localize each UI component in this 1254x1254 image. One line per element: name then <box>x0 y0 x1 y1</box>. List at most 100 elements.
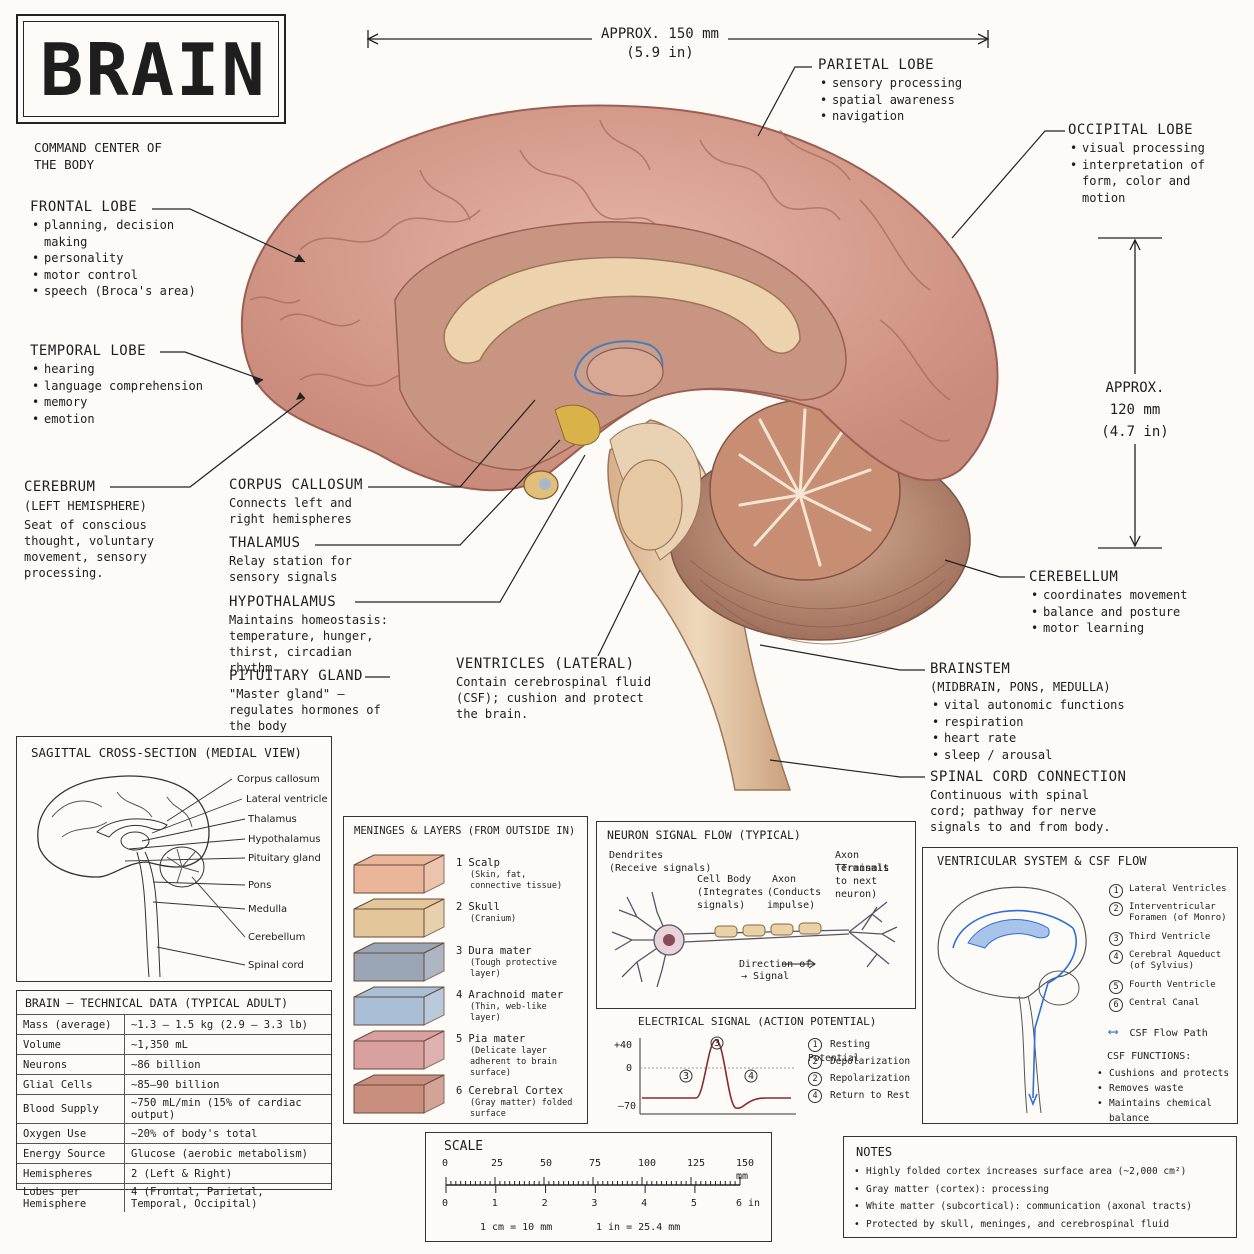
notes-title: NOTES <box>856 1145 893 1159</box>
csf-function: Maintains chemical balance <box>1097 1096 1235 1126</box>
sagittal-title: SAGITTAL CROSS-SECTION (MEDIAL VIEW) <box>31 745 302 760</box>
hypothalamus-callout: HYPOTHALAMUS Maintains homeostasis: temp… <box>229 594 389 676</box>
frontal-lobe-callout: FRONTAL LOBE planning, decision making p… <box>30 199 200 300</box>
brainstem-item: respiration <box>932 714 1130 731</box>
layer-number: 4 <box>456 989 463 1001</box>
tech-value: 4 (Frontal, Parietal, Temporal, Occipita… <box>124 1183 331 1212</box>
brainstem-item: sleep / arousal <box>932 747 1130 764</box>
frontal-item: speech (Broca's area) <box>32 283 200 300</box>
note-item: White matter (subcortical): communicatio… <box>854 1198 1192 1216</box>
layer-name: Arachnoid mater <box>468 989 564 1001</box>
direction-label: Direction of <box>739 959 812 970</box>
parietal-item: navigation <box>820 108 988 125</box>
inch-tick-label: 2 <box>541 1198 548 1209</box>
sagittal-label: Spinal cord <box>248 960 304 971</box>
tech-key: Hemispheres <box>17 1163 125 1184</box>
scale-ruler <box>445 1177 741 1193</box>
ventricles-title: VENTRICLES (LATERAL) <box>456 656 635 672</box>
page-title: BRAIN <box>40 28 267 112</box>
tech-key: Energy Source <box>17 1143 125 1164</box>
cellbody-label: Cell Body <box>697 874 752 885</box>
tech-row: Volume~1,350 mL <box>17 1034 331 1055</box>
note-item: Gray matter (cortex): processing <box>854 1181 1192 1199</box>
cerebrum-desc: Seat of conscious thought, voluntary mov… <box>24 518 155 580</box>
occipital-item: visual processing <box>1070 140 1228 157</box>
cerebellum-item: motor learning <box>1031 620 1199 637</box>
mm-tick-label: 75 <box>589 1158 602 1169</box>
inch-tick-label: 4 <box>641 1198 648 1209</box>
meninges-layer-label: 4 Arachnoid mater(Thin, web-like layer) <box>456 983 582 1024</box>
mm-tick-label: 0 <box>442 1158 449 1169</box>
ventricular-drawing <box>937 886 1087 1114</box>
mm-tick-label: 50 <box>540 1158 553 1169</box>
meninges-layer-front <box>353 952 425 982</box>
sagittal-label: Cerebellum <box>248 932 306 943</box>
layer-number: 5 <box>456 1033 463 1045</box>
item-text: Central Canal <box>1129 998 1200 1008</box>
terminals-label: Axon Terminals <box>835 850 890 874</box>
cerebrum-callout: CEREBRUM (LEFT HEMISPHERE) Seat of consc… <box>24 479 204 581</box>
legend-number: 1 <box>808 1038 822 1052</box>
action-potential-curve <box>642 1039 791 1109</box>
layer-name: Skull <box>468 901 500 913</box>
legend-number: 4 <box>808 1089 822 1103</box>
layer-name: Cerebral Cortex <box>468 1085 564 1097</box>
spinal-cord-title: SPINAL CORD CONNECTION <box>930 769 1127 785</box>
frontal-lobe-title: FRONTAL LOBE <box>30 199 138 215</box>
ventricular-item: 6 Central Canal <box>1109 998 1233 1012</box>
layer-desc: (Cranium) <box>470 914 517 924</box>
ap-marker: 3 <box>683 1071 690 1082</box>
dendrites-label: Dendrites <box>609 850 664 861</box>
tech-key: Blood Supply <box>17 1094 125 1124</box>
layer-number: 3 <box>456 945 463 957</box>
meninges-layer-front <box>353 864 425 894</box>
sagittal-label: Medulla <box>248 904 288 915</box>
csf-flow-label: CSF Flow Path <box>1129 1028 1208 1039</box>
meninges-layer-side <box>423 942 445 982</box>
notes-panel: NOTES Highly folded cortex increases sur… <box>843 1136 1237 1238</box>
pituitary-callout: PITUITARY GLAND "Master gland" – regulat… <box>229 668 394 734</box>
layer-number: 6 <box>456 1085 463 1097</box>
brainstem-title: BRAINSTEM <box>930 661 1011 677</box>
item-number: 3 <box>1109 932 1123 946</box>
legend-text: Depolarization <box>830 1056 911 1067</box>
temporal-item: memory <box>32 394 220 411</box>
sagittal-label: Lateral ventricle <box>246 794 328 805</box>
meninges-layer-side <box>423 1074 445 1114</box>
electrical-title: ELECTRICAL SIGNAL (ACTION POTENTIAL) <box>638 1015 877 1028</box>
meninges-layer-side <box>423 898 445 938</box>
item-number: 6 <box>1109 998 1123 1012</box>
pituitary-title: PITUITARY GLAND <box>229 668 363 684</box>
layer-desc: (Thin, web-like layer) <box>470 1002 547 1023</box>
item-number: 5 <box>1109 980 1123 994</box>
thalamus-desc: Relay station for sensory signals <box>229 554 352 584</box>
legend-number: 2 <box>808 1055 822 1069</box>
meninges-layer-side <box>423 854 445 894</box>
item-number: 1 <box>1109 884 1123 898</box>
hypothalamus-desc: Maintains homeostasis: temperature, hung… <box>229 613 388 675</box>
width-dimension-label: APPROX. 150 mm <box>600 26 719 42</box>
cerebellum-item: coordinates movement <box>1031 587 1199 604</box>
height-dimension-label-3: (4.7 in) <box>1101 424 1169 440</box>
arbor-vitae <box>738 408 872 567</box>
layer-number: 1 <box>456 857 463 869</box>
height-dimension-label-2: 120 mm <box>1109 402 1161 418</box>
tech-value: ~1,350 mL <box>124 1034 331 1055</box>
note-item: Highly folded cortex increases surface a… <box>854 1163 1192 1181</box>
cerebrum-sub: (LEFT HEMISPHERE) <box>24 499 147 513</box>
layer-desc: (Delicate layer adherent to brain surfac… <box>470 1046 557 1078</box>
csf-functions-title: CSF FUNCTIONS: <box>1107 1051 1192 1062</box>
tech-key: Neurons <box>17 1054 125 1075</box>
tech-row: Blood Supply~750 mL/min (15% of cardiac … <box>17 1094 331 1124</box>
tech-key: Volume <box>17 1034 125 1055</box>
dendrites-sub: (Receive signals) <box>609 863 712 874</box>
title-frame: BRAIN <box>16 14 286 124</box>
leader-lines <box>110 66 1065 778</box>
